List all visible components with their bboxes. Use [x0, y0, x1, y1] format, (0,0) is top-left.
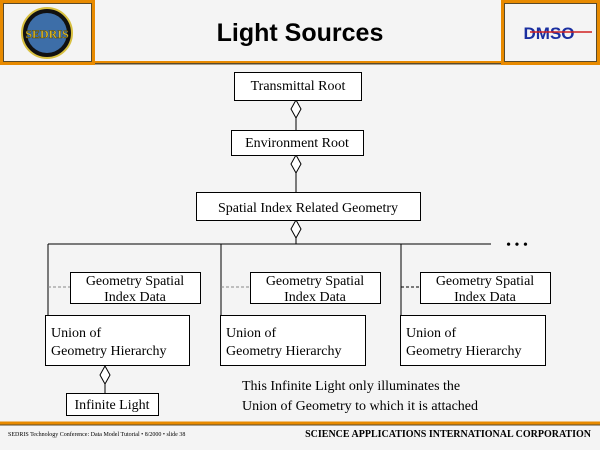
aggregation-diamonds: [99, 98, 302, 386]
node-union-3[interactable]: [400, 315, 546, 366]
label: Geometry Spatial: [266, 274, 364, 289]
diamond-icon: [290, 153, 302, 175]
footer: SEDRIS Technology Conference: Data Model…: [0, 421, 600, 440]
node-gsid-3[interactable]: [420, 272, 551, 304]
dmso-logo: DMSO: [524, 24, 592, 43]
svg-text:DMSO: DMSO: [524, 24, 575, 43]
label: Geometry Spatial: [86, 274, 184, 289]
label: Geometry Spatial: [436, 274, 534, 289]
label: Union of: [226, 326, 277, 341]
node-infinite-light[interactable]: [66, 393, 159, 416]
note-text: Union of Geometry to which it is attache…: [242, 399, 478, 414]
footer-right: SCIENCE APPLICATIONS INTERNATIONAL CORPO…: [305, 429, 592, 440]
label: Geometry Hierarchy: [226, 344, 341, 359]
ellipsis: • • •: [506, 238, 528, 253]
node-gsid-1[interactable]: [70, 272, 201, 304]
diamond-icon: [290, 218, 302, 240]
header: SEDRIS DMSO Light Sources: [0, 0, 600, 65]
label: Index Data: [454, 290, 517, 305]
label: Geometry Hierarchy: [406, 344, 521, 359]
footer-left: SEDRIS Technology Conference: Data Model…: [8, 431, 185, 438]
node-spatial-index[interactable]: [196, 192, 421, 221]
label: Transmittal Root: [251, 79, 346, 94]
node-gsid-2[interactable]: [250, 272, 381, 304]
node-transmittal-root[interactable]: [234, 72, 362, 101]
node-environment-root[interactable]: [231, 130, 364, 156]
sedris-logo: SEDRIS: [21, 7, 73, 59]
diamond-icon: [290, 98, 302, 120]
page-title: Light Sources: [217, 19, 384, 47]
diamond-icon: [99, 364, 111, 386]
label: Union of: [51, 326, 102, 341]
label: Spatial Index Related Geometry: [218, 201, 398, 216]
note-text: This Infinite Light only illuminates the: [242, 379, 460, 394]
svg-text:SEDRIS: SEDRIS: [25, 27, 69, 41]
label: Index Data: [104, 290, 167, 305]
label: Environment Root: [245, 136, 349, 151]
label: Geometry Hierarchy: [51, 344, 166, 359]
node-union-2[interactable]: [220, 315, 366, 366]
label: Union of: [406, 326, 457, 341]
label: Infinite Light: [74, 398, 149, 413]
label: Index Data: [284, 290, 347, 305]
node-union-1[interactable]: [45, 315, 190, 366]
